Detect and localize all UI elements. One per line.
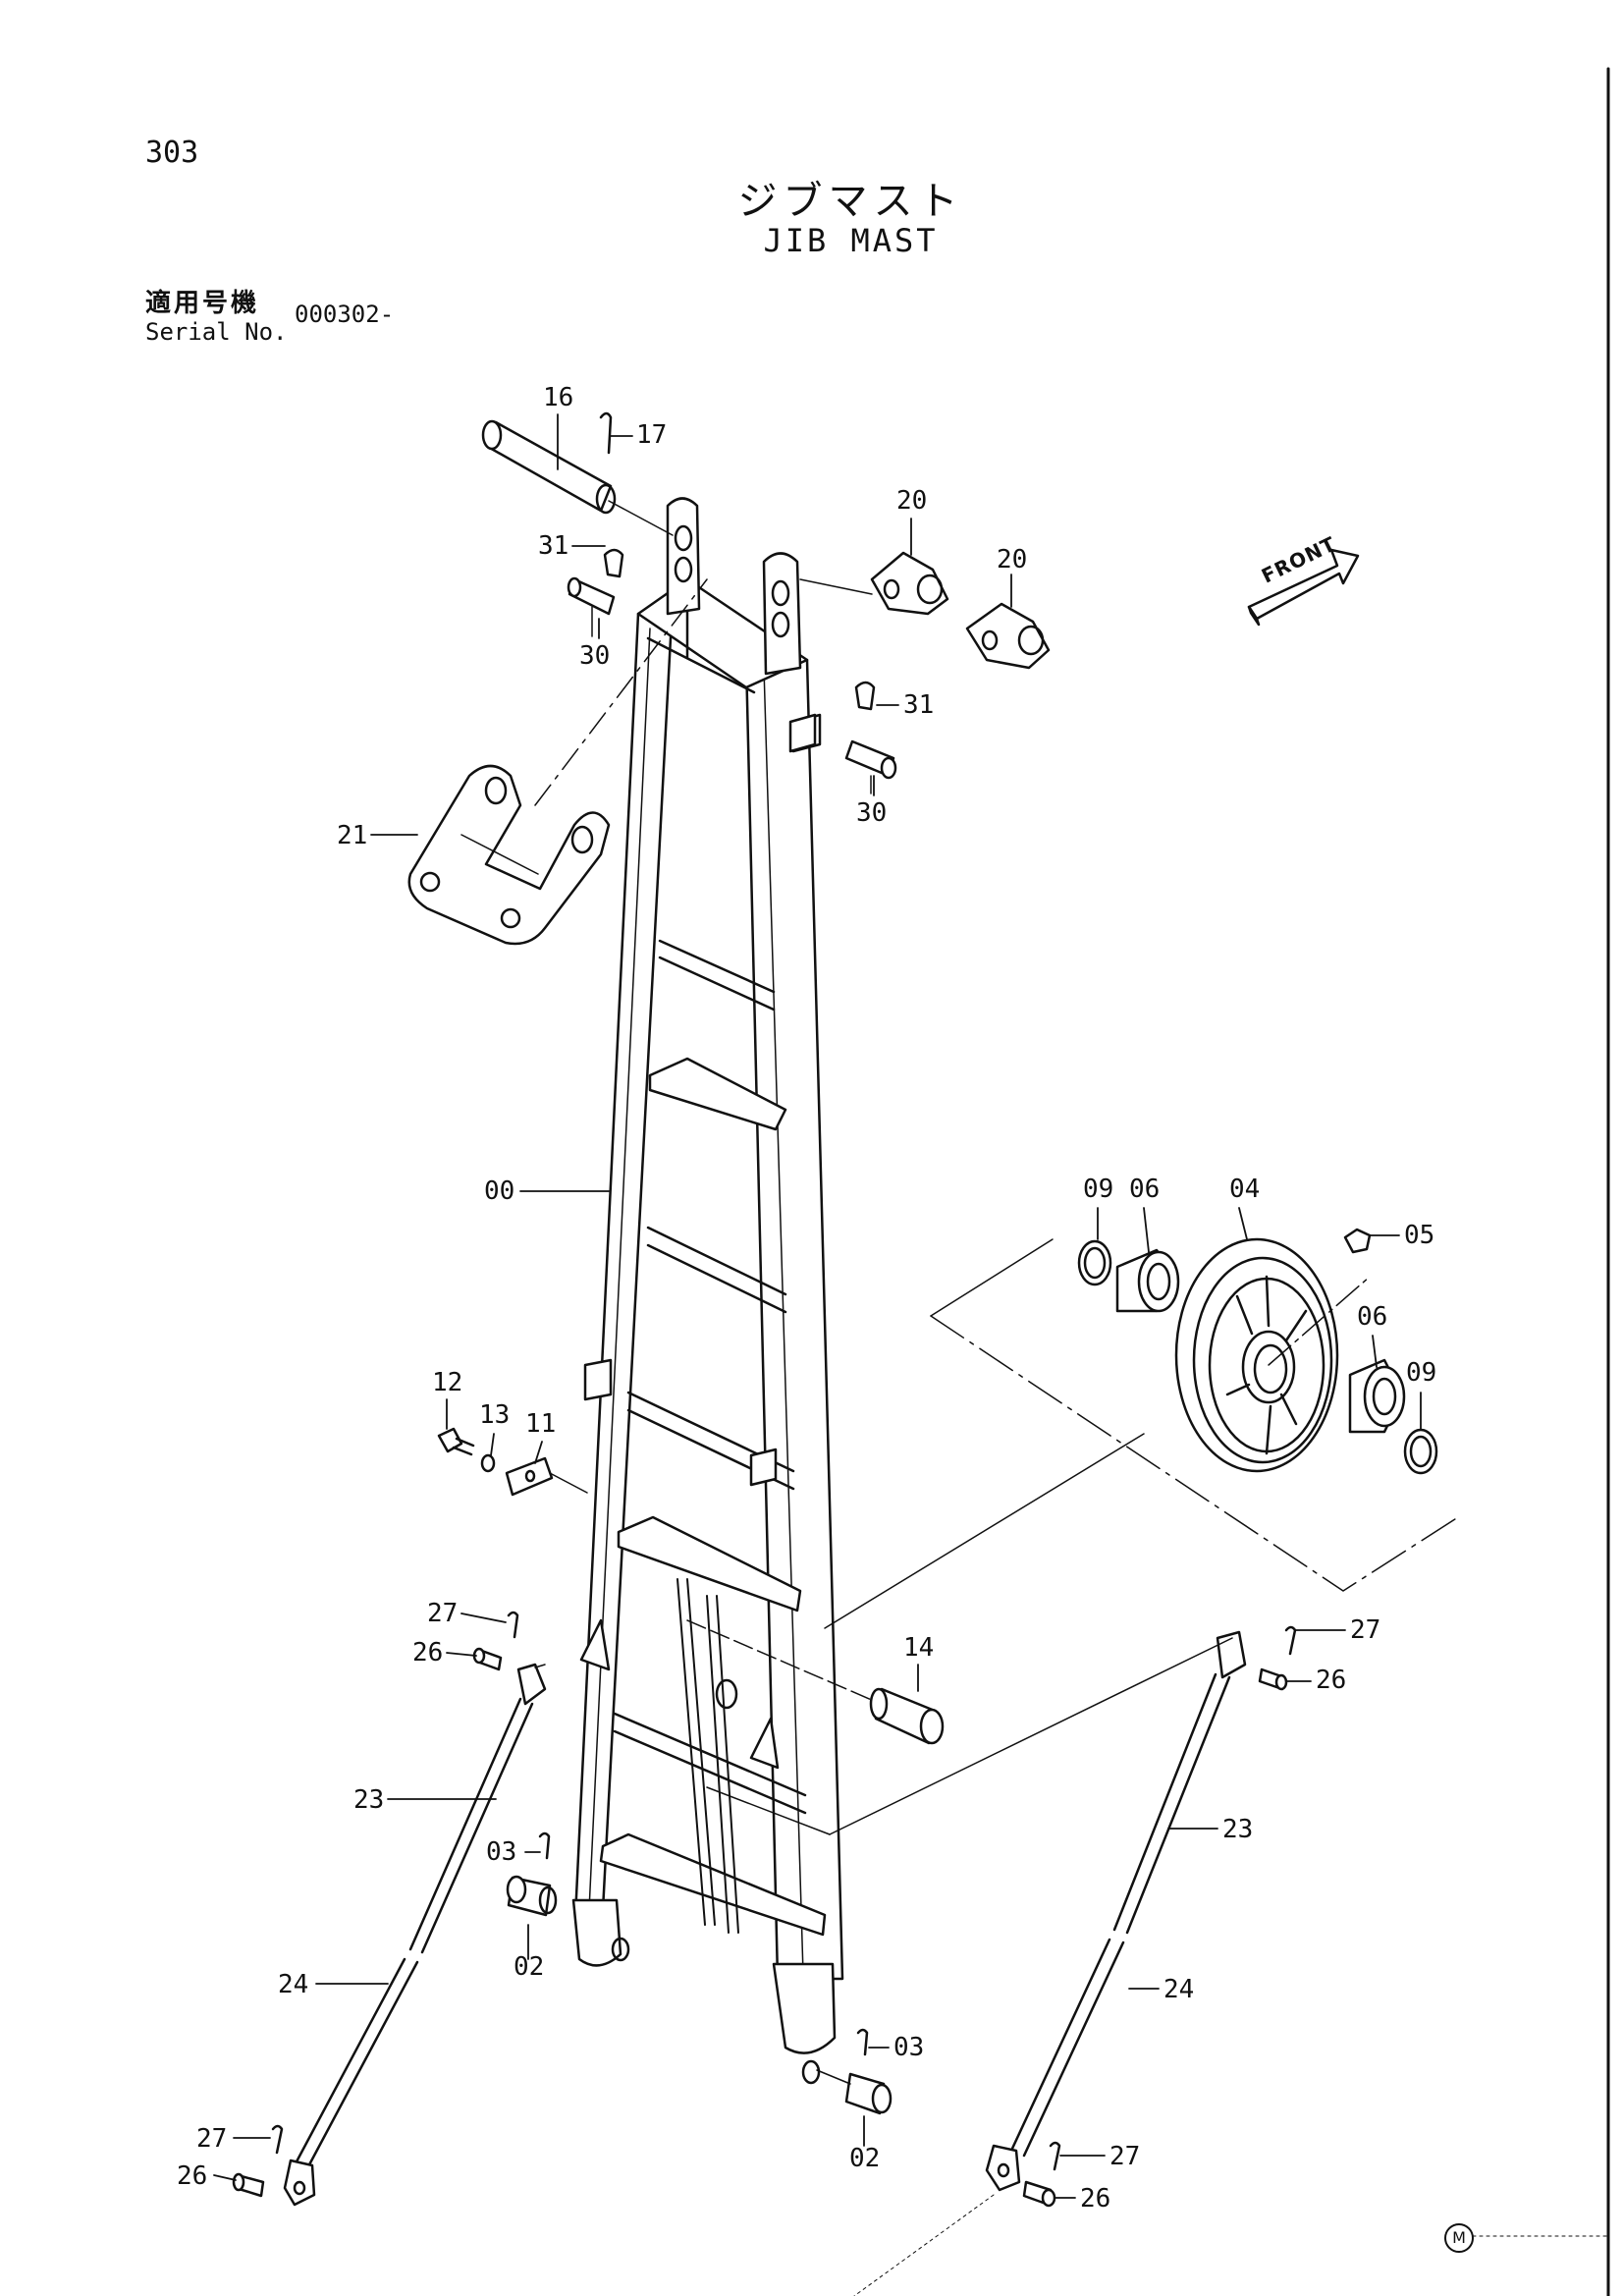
callout-04: 04: [1229, 1175, 1261, 1204]
bush-20-upper-drawing: [799, 551, 949, 616]
m-marker: M: [1444, 2223, 1474, 2253]
serial-label-japanese: 適用号機: [145, 289, 260, 318]
callout-27-right-lower: 27: [1109, 2142, 1141, 2171]
page-title-english: JIB MAST: [763, 222, 939, 259]
callout-21: 21: [337, 821, 368, 850]
pin-30-right-drawing: [844, 739, 897, 794]
callout-12: 12: [432, 1368, 463, 1397]
washer-13-drawing: [480, 1453, 496, 1473]
pin-26-left-lower-drawing: [232, 2172, 265, 2198]
callout-06-upper: 06: [1129, 1175, 1161, 1204]
callout-26-left-lower: 26: [177, 2161, 208, 2191]
clip-27-right-lower-drawing: [1049, 2141, 1061, 2171]
right-strut-drawing: [706, 1630, 1247, 2192]
callout-27-left-upper: 27: [427, 1599, 459, 1628]
callout-26-right-upper: 26: [1316, 1666, 1347, 1695]
page-title-japanese: ジブマスト: [737, 179, 964, 224]
callout-13: 13: [479, 1400, 511, 1430]
left-strut-drawing: [283, 1663, 547, 2207]
mounting-plate-drawing: [788, 713, 817, 753]
callout-09-upper: 09: [1083, 1175, 1114, 1204]
callout-09-lower: 09: [1406, 1358, 1437, 1388]
clip-27-left-upper-drawing: [507, 1611, 519, 1639]
pin-16-drawing: [481, 419, 674, 536]
callout-27-right-upper: 27: [1350, 1615, 1381, 1645]
callout-17: 17: [636, 420, 668, 450]
pin-14-drawing: [686, 1619, 945, 1745]
clip-27-left-lower-drawing: [271, 2124, 284, 2155]
dotted-leader-line: [853, 2194, 995, 2296]
callout-05: 05: [1404, 1221, 1435, 1250]
callout-26-right-lower: 26: [1080, 2184, 1111, 2214]
callout-23-left: 23: [353, 1785, 385, 1815]
bracket-21-drawing: [407, 578, 708, 946]
callout-03-right: 03: [893, 2033, 925, 2062]
callout-20-lower: 20: [997, 545, 1028, 574]
clip-03-left-drawing: [538, 1831, 551, 1860]
pin-30-left-drawing: [567, 576, 616, 637]
pin-26-right-lower-drawing: [1022, 2180, 1056, 2208]
callout-leader-lines: [213, 413, 1422, 2199]
callout-31-left: 31: [538, 531, 569, 561]
callout-11: 11: [525, 1409, 557, 1439]
callout-26-left-upper: 26: [412, 1638, 444, 1667]
callout-03-left: 03: [486, 1837, 517, 1867]
bolt-12-drawing: [437, 1427, 475, 1456]
callout-24-right: 24: [1163, 1975, 1195, 2004]
callout-30-left: 30: [579, 641, 611, 671]
callout-27-left-lower: 27: [196, 2124, 228, 2154]
callout-20-upper: 20: [896, 486, 928, 516]
callout-14: 14: [903, 1633, 935, 1663]
callout-00: 00: [484, 1176, 515, 1206]
clip-31-right-drawing: [854, 681, 876, 711]
callout-02-right: 02: [849, 2144, 881, 2173]
serial-number-value: 000302-: [295, 301, 395, 328]
callout-06-lower: 06: [1357, 1302, 1388, 1332]
callout-23-right: 23: [1222, 1815, 1254, 1844]
callout-02-left: 02: [514, 1952, 545, 1982]
clip-31-left-drawing: [603, 548, 624, 578]
pin-02-right-drawing: [816, 2069, 893, 2115]
page-number: 303: [145, 136, 199, 170]
clip-17-drawing: [599, 411, 613, 455]
callout-30-right: 30: [856, 798, 888, 828]
clip-03-right-drawing: [856, 2028, 869, 2056]
clip-27-right-upper-drawing: [1284, 1625, 1297, 1656]
plate-11-drawing: [505, 1456, 588, 1497]
bush-20-lower-drawing: [965, 602, 1051, 670]
callout-24-left: 24: [278, 1970, 309, 1999]
mast-frame: [571, 497, 844, 2085]
sheave-assembly-drawing: [824, 1228, 1459, 1629]
callout-31-right: 31: [903, 690, 935, 720]
pin-26-left-upper-drawing: [472, 1647, 503, 1671]
front-direction-arrow: [1247, 548, 1360, 627]
pin-02-left-drawing: [506, 1875, 558, 1917]
pin-26-right-upper-drawing: [1258, 1667, 1288, 1691]
callout-16: 16: [543, 383, 574, 412]
serial-label-english: Serial No.: [145, 318, 288, 346]
